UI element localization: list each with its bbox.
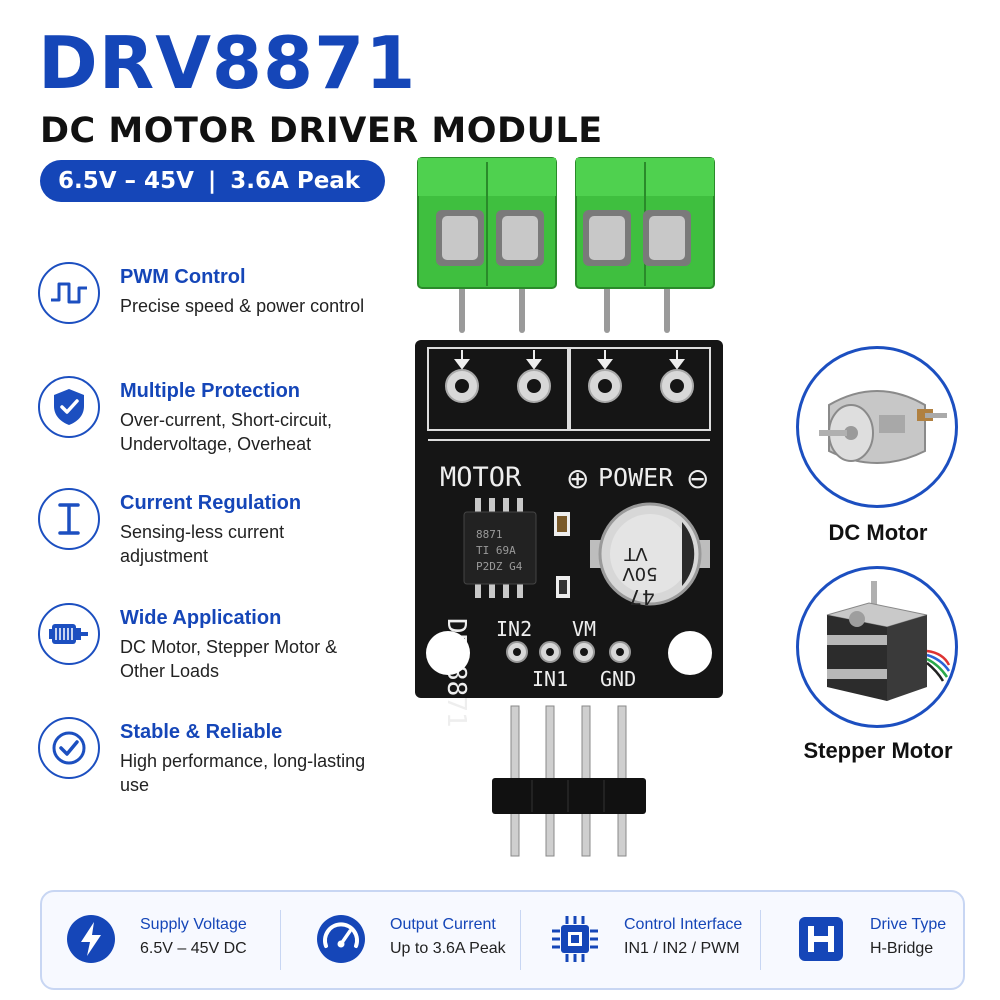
ic-marking-line: 8871 [476, 528, 503, 541]
motor-terminal-block [417, 157, 557, 289]
h-bridge-icon [796, 914, 846, 964]
feature-description: DC Motor, Stepper Motor & Other Loads [120, 637, 338, 681]
motor-icon [38, 603, 100, 665]
spec-bar: Supply Voltage 6.5V – 45V DC Output Curr… [40, 890, 965, 990]
pin-label-gnd: GND [600, 667, 636, 691]
dc-motor-photo [796, 346, 958, 508]
feature-title: Current Regulation [120, 492, 302, 514]
feature-stable-reliable: Stable & Reliable High performance, long… [38, 717, 368, 807]
feature-description: Precise speed & power control [120, 296, 365, 316]
motor-silk-label: MOTOR [440, 462, 522, 493]
spec-output-current: Output Current Up to 3.6A Peak [292, 892, 517, 988]
mounting-hole [668, 631, 712, 675]
lightning-icon [66, 914, 116, 964]
feature-title: Wide Application [120, 607, 282, 629]
spec-pill: 6.5V – 45V | 3.6A Peak [40, 160, 385, 202]
pin-label-in2: IN2 [496, 617, 532, 641]
voltage-range: 6.5V – 45V [58, 168, 194, 194]
stepper-motor-label: Stepper Motor [803, 738, 953, 763]
checkmark-icon [38, 717, 100, 779]
spec-value: 6.5V – 45V DC [140, 940, 247, 957]
ic-marking-line: TI 69A [476, 544, 516, 557]
stepper-motor-photo [796, 566, 958, 728]
feature-title: Stable & Reliable [120, 721, 283, 743]
spec-label: Drive Type [870, 916, 947, 933]
spec-drive-type: Drive Type H-Bridge [772, 892, 997, 988]
pin-label-vm: VM [572, 617, 596, 641]
chip-icon [550, 914, 600, 964]
spec-value: IN1 / IN2 / PWM [624, 940, 740, 957]
feature-multiple-protection: Multiple Protection Over-current, Short-… [38, 376, 368, 466]
power-plus-symbol: ⊕ [566, 462, 589, 495]
product-subtitle: DC MOTOR DRIVER MODULE [40, 111, 603, 151]
dc-motor-icon [819, 390, 947, 464]
dc-motor-label: DC Motor [828, 520, 928, 545]
ic-marking-line: P2DZ G4 [476, 560, 523, 573]
power-silk-label: POWER [598, 463, 674, 492]
feature-description: High performance, long-lasting use [120, 751, 366, 795]
gauge-icon [316, 914, 366, 964]
feature-title: PWM Control [120, 266, 246, 288]
pwm-wave-icon [38, 262, 100, 324]
shield-check-icon [38, 376, 100, 438]
spec-value: Up to 3.6A Peak [390, 940, 506, 957]
mounting-hole [426, 631, 470, 675]
spec-label: Supply Voltage [140, 916, 247, 933]
feature-description: Sensing-less current adjustment [120, 522, 285, 566]
feature-description: Over-current, Short-circuit, Undervoltag… [120, 410, 333, 454]
feature-current-regulation: Current Regulation Sensing-less current … [38, 488, 368, 578]
driver-ic [463, 511, 537, 585]
current-i-icon [38, 488, 100, 550]
pill-separator: | [207, 168, 217, 194]
capacitor-marking: 50V [622, 563, 658, 584]
power-terminal-block [575, 157, 715, 289]
feature-title: Multiple Protection [120, 380, 300, 402]
spec-label: Control Interface [624, 916, 743, 933]
capacitor-marking: 47 [629, 585, 654, 609]
power-minus-symbol: ⊖ [686, 462, 709, 495]
feature-pwm-control: PWM Control Precise speed & power contro… [38, 262, 368, 352]
spec-supply-voltage: Supply Voltage 6.5V – 45V DC [42, 892, 267, 988]
capacitor-marking: VT [623, 543, 647, 564]
spec-control-interface: Control Interface IN1 / IN2 / PWM [526, 892, 751, 988]
feature-wide-application: Wide Application DC Motor, Stepper Motor… [38, 603, 368, 693]
drv8871-board-illustration: MOTOR ⊕ POWER ⊖ DRV8871 8871 TI 69A P2DZ… [415, 157, 723, 857]
pin-label-in1: IN1 [532, 667, 568, 691]
product-title: DRV8871 [38, 21, 417, 105]
spec-value: H-Bridge [870, 940, 934, 957]
stepper-motor-icon [826, 581, 951, 701]
peak-current: 3.6A Peak [230, 168, 361, 194]
spec-divider [760, 910, 761, 970]
spec-divider [520, 910, 521, 970]
spec-divider [280, 910, 281, 970]
pin-header [492, 705, 646, 857]
spec-label: Output Current [390, 916, 496, 933]
